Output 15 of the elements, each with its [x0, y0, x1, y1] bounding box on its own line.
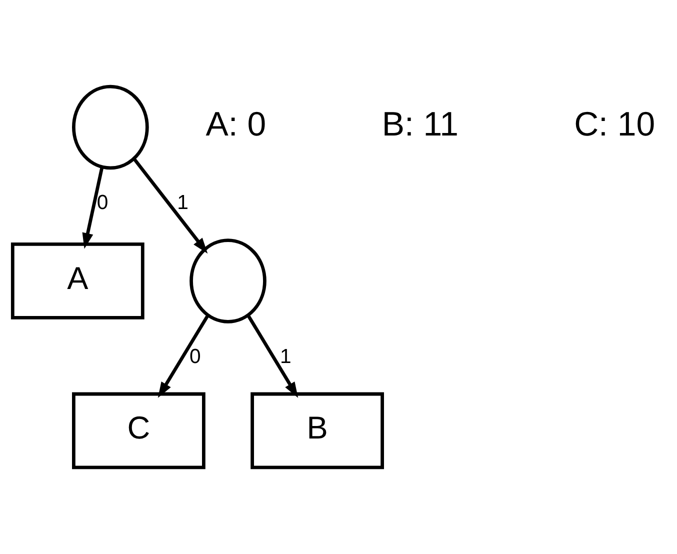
- arrow: [82, 166, 104, 249]
- arrow: [132, 158, 208, 254]
- edge-label: 1: [280, 346, 292, 368]
- label: B: 11: [382, 106, 458, 144]
- node-box: C: [72, 392, 206, 470]
- label: A: 0: [206, 106, 266, 144]
- edge-label: 0: [96, 192, 108, 214]
- arrow: [246, 314, 298, 398]
- edge-label: 0: [190, 346, 201, 368]
- arrow: [158, 314, 210, 398]
- edge-label: 1: [177, 192, 188, 214]
- node-box: B: [250, 392, 384, 470]
- label: C: 10: [574, 106, 656, 144]
- node-circle: [72, 84, 149, 170]
- node-box: A: [10, 242, 144, 320]
